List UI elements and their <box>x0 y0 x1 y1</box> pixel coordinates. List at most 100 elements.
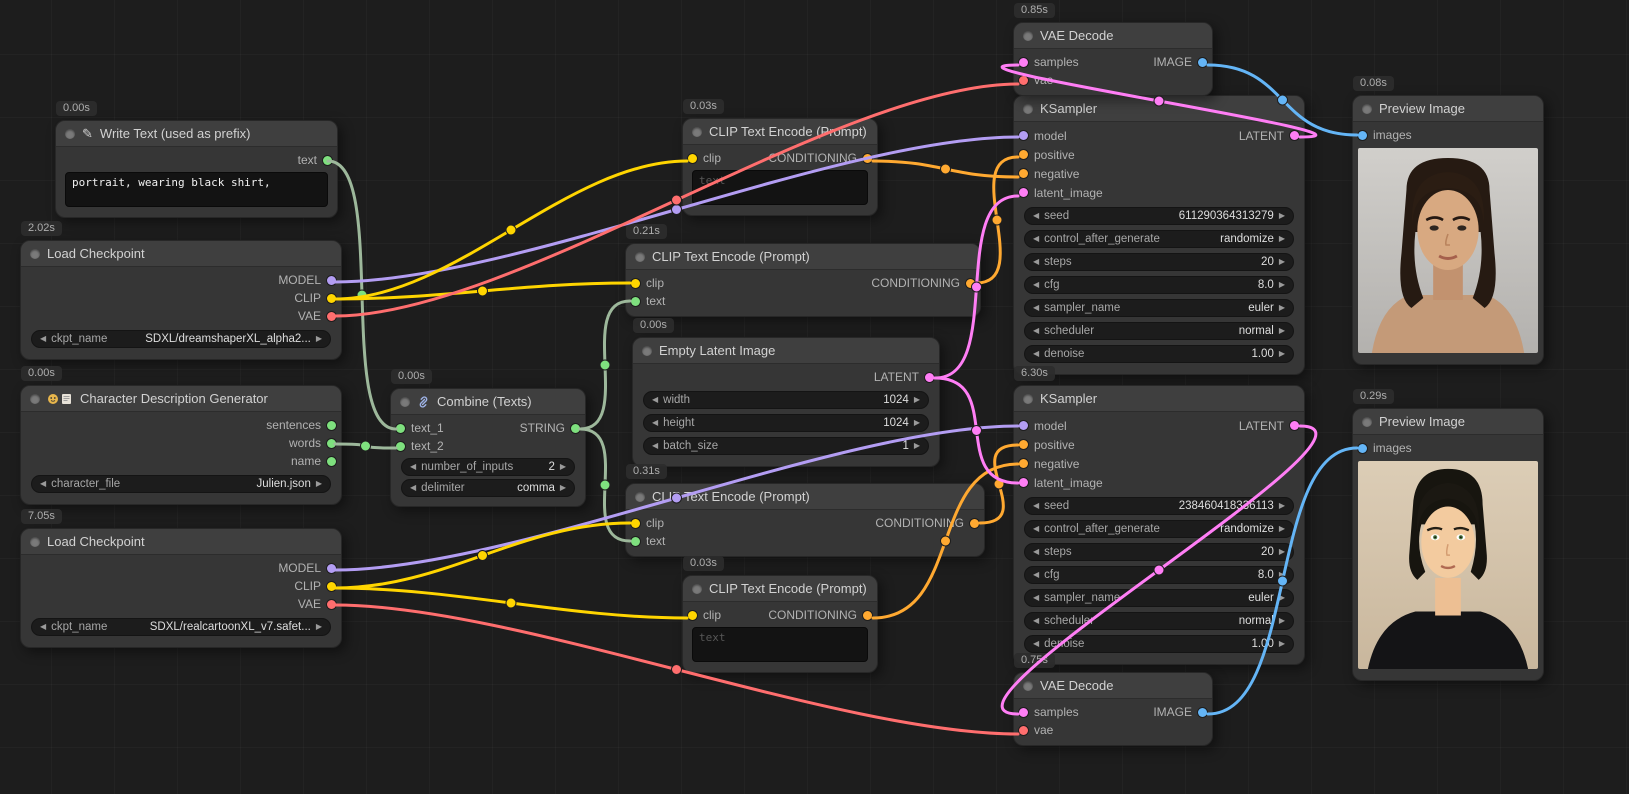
collapse-dot-icon[interactable] <box>1023 103 1033 114</box>
widget-sampler-name[interactable]: ◀ sampler_name euler ▶ <box>1024 589 1294 607</box>
increment-arrow-icon[interactable]: ▶ <box>315 622 322 631</box>
input-slot-negative[interactable]: negative <box>1019 164 1079 183</box>
output-dot-image[interactable] <box>1198 57 1207 67</box>
node-vae-decode-2[interactable]: 0.75s VAE Decode samples IMAGE vae <box>1013 653 1213 746</box>
widget-scheduler[interactable]: ◀ scheduler normal ▶ <box>1024 322 1294 340</box>
text-widget[interactable]: portrait, wearing black shirt, <box>65 172 328 207</box>
increment-arrow-icon[interactable]: ▶ <box>913 418 920 427</box>
node-character-generator[interactable]: 0.00s Character Description Generator se… <box>20 366 342 505</box>
node-empty-latent-image[interactable]: 0.00s Empty Latent Image LATENT ◀ width … <box>632 318 940 467</box>
node-vae-decode-1[interactable]: 0.85s VAE Decode samples IMAGE vae <box>1013 3 1213 96</box>
node-load-checkpoint-1[interactable]: 2.02s Load Checkpoint MODEL CLIP VAE ◀ c… <box>20 221 342 360</box>
input-slot-samples[interactable]: samples <box>1019 703 1079 721</box>
input-slot-clip[interactable]: clip <box>688 149 721 167</box>
output-slot-name[interactable]: name <box>291 452 336 470</box>
decrement-arrow-icon[interactable]: ◀ <box>652 441 659 450</box>
input-slot-samples[interactable]: samples <box>1019 53 1079 71</box>
collapse-dot-icon[interactable] <box>635 491 645 502</box>
collapse-dot-icon[interactable] <box>1023 680 1033 691</box>
input-dot-image[interactable] <box>1358 130 1367 140</box>
decrement-arrow-icon[interactable]: ◀ <box>1033 524 1040 533</box>
output-dot-vae[interactable] <box>327 311 336 321</box>
output-slot-conditioning[interactable]: CONDITIONING <box>875 514 979 532</box>
widget-cfg[interactable]: ◀ cfg 8.0 ▶ <box>1024 276 1294 294</box>
output-slot-image[interactable]: IMAGE <box>1153 53 1207 71</box>
output-dot-string[interactable] <box>323 155 332 165</box>
output-dot-conditioning[interactable] <box>863 153 872 163</box>
input-slot-model[interactable]: model <box>1019 416 1067 435</box>
output-dot-image[interactable] <box>1198 707 1207 717</box>
output-slot-model[interactable]: MODEL <box>278 271 336 289</box>
decrement-arrow-icon[interactable]: ◀ <box>652 418 659 427</box>
widget-steps[interactable]: ◀ steps 20 ▶ <box>1024 253 1294 271</box>
decrement-arrow-icon[interactable]: ◀ <box>40 479 47 488</box>
increment-arrow-icon[interactable]: ▶ <box>1278 326 1285 335</box>
decrement-arrow-icon[interactable]: ◀ <box>410 483 417 492</box>
output-slot-conditioning[interactable]: CONDITIONING <box>871 274 975 292</box>
widget-width[interactable]: ◀ width 1024 ▶ <box>643 391 929 409</box>
input-dot-model[interactable] <box>1019 131 1028 140</box>
node-header[interactable]: Combine (Texts) <box>391 389 585 415</box>
output-slot-text[interactable]: text <box>298 151 332 169</box>
decrement-arrow-icon[interactable]: ◀ <box>652 395 659 404</box>
widget-batch-size[interactable]: ◀ batch_size 1 ▶ <box>643 437 929 455</box>
node-header[interactable]: Empty Latent Image <box>633 338 939 364</box>
input-dot-latent[interactable] <box>1019 478 1028 487</box>
collapse-dot-icon[interactable] <box>692 583 702 594</box>
decrement-arrow-icon[interactable]: ◀ <box>1033 280 1040 289</box>
widget-delimiter[interactable]: ◀ delimiter comma ▶ <box>401 479 575 497</box>
decrement-arrow-icon[interactable]: ◀ <box>40 334 47 343</box>
node-header[interactable]: Load Checkpoint <box>21 529 341 555</box>
decrement-arrow-icon[interactable]: ◀ <box>410 462 417 471</box>
node-clip-text-encode-4[interactable]: 0.03s CLIP Text Encode (Prompt) clip CON… <box>682 556 878 673</box>
collapse-dot-icon[interactable] <box>30 536 40 547</box>
increment-arrow-icon[interactable]: ▶ <box>315 334 322 343</box>
input-slot-positive[interactable]: positive <box>1019 145 1075 164</box>
input-dot-string[interactable] <box>396 423 405 433</box>
text-widget[interactable]: text <box>692 627 868 662</box>
output-slot-conditioning[interactable]: CONDITIONING <box>768 149 872 167</box>
decrement-arrow-icon[interactable]: ◀ <box>1033 211 1040 220</box>
output-dot-conditioning[interactable] <box>970 518 979 528</box>
input-dot-conditioning[interactable] <box>1019 459 1028 468</box>
increment-arrow-icon[interactable]: ▶ <box>1278 257 1285 266</box>
increment-arrow-icon[interactable]: ▶ <box>1278 593 1285 602</box>
node-header[interactable]: VAE Decode <box>1014 23 1212 49</box>
collapse-dot-icon[interactable] <box>635 251 645 262</box>
output-slot-clip[interactable]: CLIP <box>294 577 336 595</box>
increment-arrow-icon[interactable]: ▶ <box>1278 234 1285 243</box>
node-clip-text-encode-2[interactable]: 0.21s CLIP Text Encode (Prompt) clip CON… <box>625 224 981 317</box>
input-dot-clip[interactable] <box>631 518 640 528</box>
decrement-arrow-icon[interactable]: ◀ <box>1033 303 1040 312</box>
output-dot-string[interactable] <box>327 456 336 466</box>
output-dot-conditioning[interactable] <box>863 610 872 620</box>
input-dot-clip[interactable] <box>688 610 697 620</box>
collapse-dot-icon[interactable] <box>1362 103 1372 114</box>
output-dot-conditioning[interactable] <box>966 278 975 288</box>
widget-height[interactable]: ◀ height 1024 ▶ <box>643 414 929 432</box>
output-dot-string[interactable] <box>327 438 336 448</box>
increment-arrow-icon[interactable]: ▶ <box>913 395 920 404</box>
node-header[interactable]: CLIP Text Encode (Prompt) <box>626 484 984 510</box>
output-dot-string[interactable] <box>571 423 580 433</box>
input-slot-vae[interactable]: vae <box>1019 71 1053 89</box>
widget-scheduler[interactable]: ◀ scheduler normal ▶ <box>1024 612 1294 630</box>
output-slot-string[interactable]: STRING <box>520 419 580 437</box>
input-slot-text[interactable]: text <box>631 292 665 310</box>
node-ksampler-2[interactable]: 6.30s KSampler model LATENT positive <box>1013 366 1305 665</box>
input-dot-string[interactable] <box>631 536 640 546</box>
input-slot-text[interactable]: text <box>631 532 665 550</box>
increment-arrow-icon[interactable]: ▶ <box>559 462 566 471</box>
input-slot-images[interactable]: images <box>1358 439 1412 457</box>
widget-seed[interactable]: ◀ seed 238460418336113 ▶ <box>1024 497 1294 515</box>
decrement-arrow-icon[interactable]: ◀ <box>1033 349 1040 358</box>
widget-sampler-name[interactable]: ◀ sampler_name euler ▶ <box>1024 299 1294 317</box>
increment-arrow-icon[interactable]: ▶ <box>1278 280 1285 289</box>
output-dot-model[interactable] <box>327 563 336 573</box>
widget-number-of-inputs[interactable]: ◀ number_of_inputs 2 ▶ <box>401 458 575 476</box>
node-header[interactable]: CLIP Text Encode (Prompt) <box>683 119 877 145</box>
node-preview-image-2[interactable]: 0.29s Preview Image images <box>1352 389 1544 681</box>
collapse-dot-icon[interactable] <box>30 248 40 259</box>
output-dot-latent[interactable] <box>925 372 934 382</box>
